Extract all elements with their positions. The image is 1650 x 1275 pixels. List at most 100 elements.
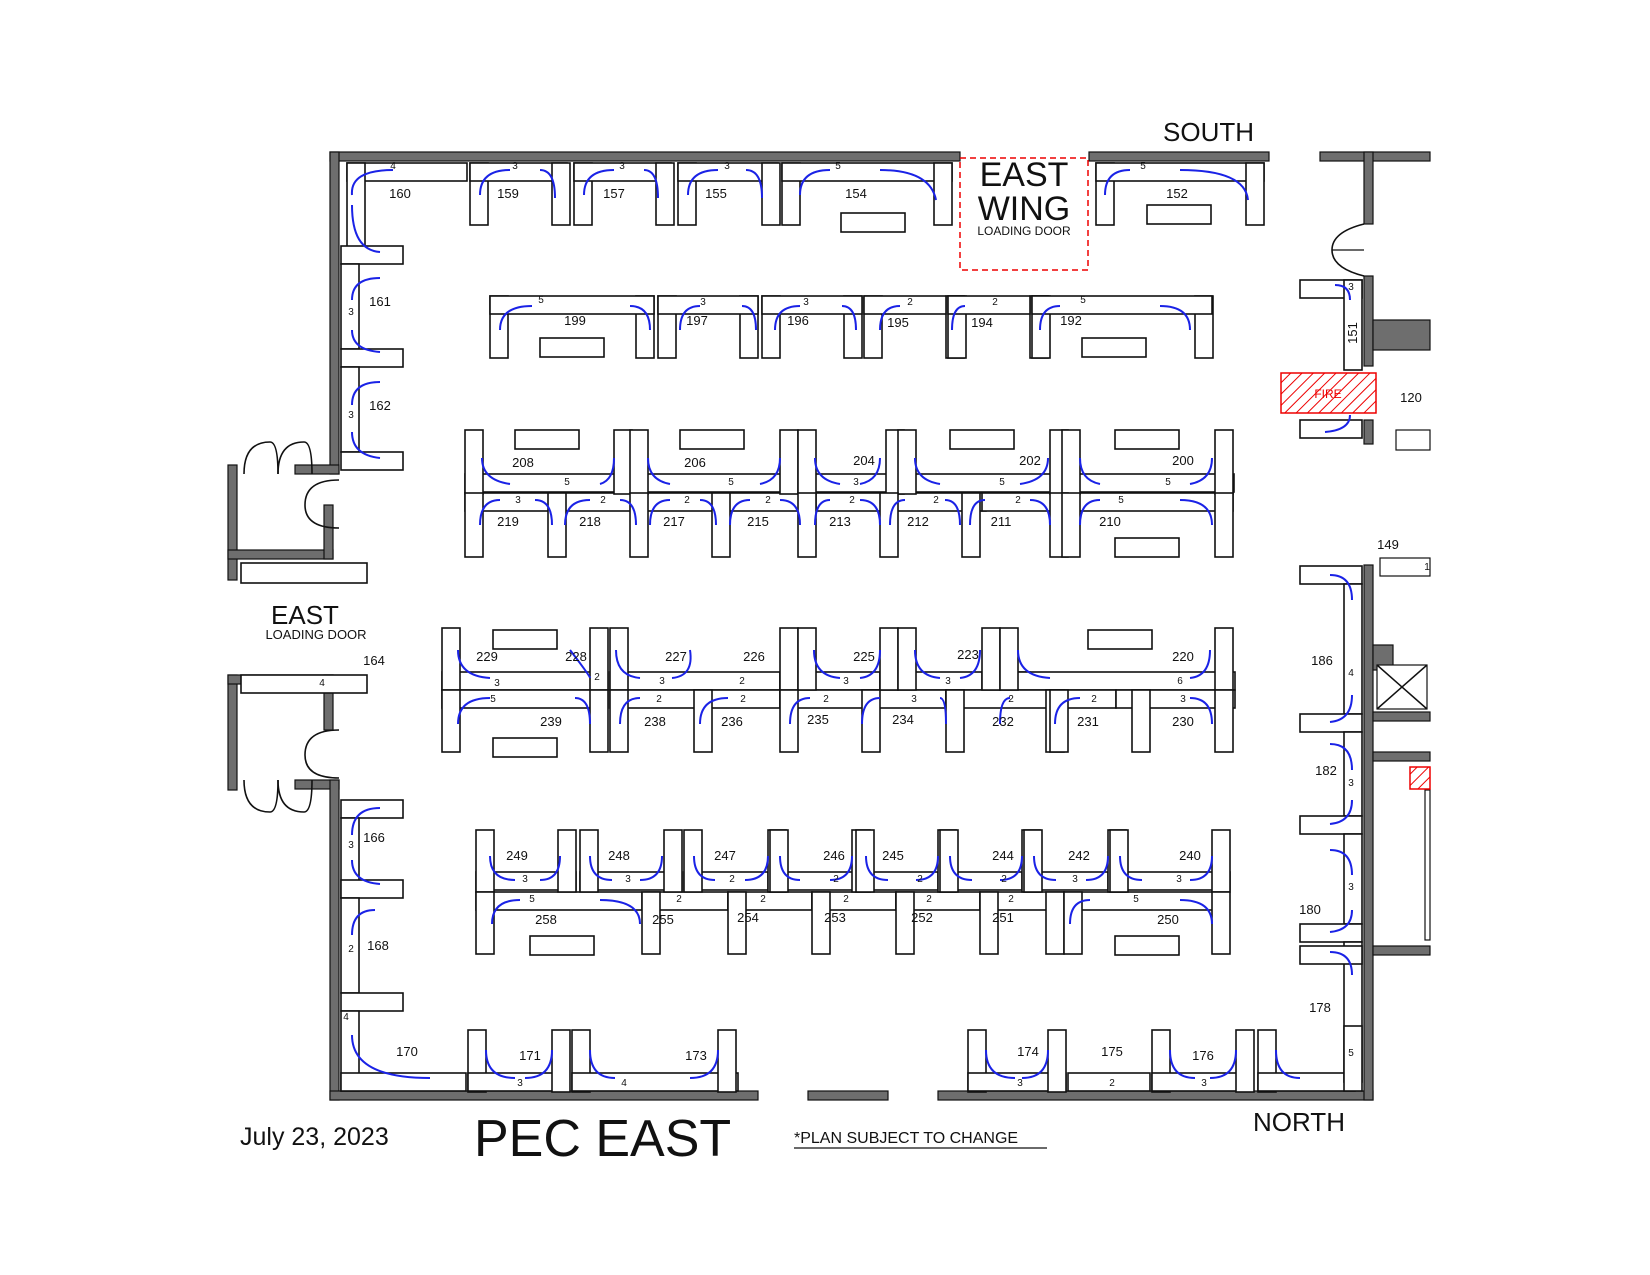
walkway-arc — [1329, 743, 1353, 771]
walkway-arc — [861, 697, 881, 725]
table — [897, 429, 917, 495]
table — [981, 671, 1236, 691]
seat-count-215: 2 — [765, 495, 771, 506]
east-wing-loading-door-label: LOADING DOOR — [977, 224, 1071, 238]
walkway-arc — [457, 649, 491, 679]
booth-number-251: 251 — [992, 910, 1014, 925]
seat-count-249: 3 — [522, 874, 528, 885]
booth-number-173: 173 — [685, 1048, 707, 1063]
walkway-arc — [615, 649, 641, 679]
walkway-arc — [813, 649, 841, 679]
seat-count-251: 2 — [1008, 894, 1014, 905]
walkway-arc — [1179, 499, 1213, 526]
table — [1343, 583, 1363, 715]
table — [999, 627, 1019, 691]
walkway-arc — [859, 499, 881, 526]
walkway-arc — [1079, 457, 1101, 485]
seat-count-196: 3 — [803, 297, 809, 308]
seat-count-239: 5 — [490, 694, 496, 705]
seat-count-234: 3 — [911, 694, 917, 705]
table — [1047, 1029, 1067, 1093]
booth-number-155: 155 — [705, 186, 727, 201]
walkway-arc — [1033, 855, 1057, 881]
table — [551, 162, 571, 226]
walkway-arc — [539, 855, 561, 881]
booth-number-226: 226 — [743, 649, 765, 664]
table — [663, 829, 683, 893]
seat-count-226: 2 — [739, 676, 745, 687]
booth-number-186: 186 — [1311, 653, 1333, 668]
doors — [243, 223, 1365, 813]
walkway-arc — [999, 697, 1011, 725]
walkway-arc — [457, 697, 491, 725]
walkway-arc — [814, 499, 831, 526]
walkway-arc — [1069, 899, 1091, 925]
table — [1061, 492, 1081, 558]
walkway-arc — [1039, 305, 1061, 331]
booth-number-254: 254 — [737, 910, 759, 925]
table — [679, 429, 745, 450]
booth-number-170: 170 — [396, 1044, 418, 1059]
seat-count-238: 2 — [656, 694, 662, 705]
walkway-arc — [679, 305, 701, 331]
seat-count-171: 3 — [517, 1078, 523, 1089]
walkway-arc — [564, 499, 591, 526]
seat-count-175: 2 — [1109, 1078, 1115, 1089]
booth-number-182: 182 — [1315, 763, 1337, 778]
seat-count-235: 2 — [823, 694, 829, 705]
booth-number-208: 208 — [512, 455, 534, 470]
walkway-arc — [779, 855, 801, 881]
seat-count-247: 2 — [729, 874, 735, 885]
table — [683, 829, 703, 893]
walkway-arc — [1189, 457, 1213, 485]
walkway-arc — [599, 899, 641, 925]
table — [979, 891, 999, 955]
walkway-arc — [351, 909, 376, 936]
walkway-arc — [649, 499, 671, 526]
seat-count-255: 2 — [676, 894, 682, 905]
east-wing-title-2: WING — [978, 190, 1071, 228]
seat-count-162: 3 — [348, 410, 354, 421]
booth-number-250: 250 — [1157, 912, 1179, 927]
table — [711, 492, 731, 558]
table — [1214, 627, 1234, 691]
booth-number-192: 192 — [1060, 313, 1082, 328]
walkway-arc — [499, 305, 533, 331]
table — [1087, 629, 1153, 650]
walkway-arc — [1179, 169, 1249, 201]
walkway-arc — [1275, 1049, 1301, 1079]
walkway-arc — [489, 855, 516, 881]
table — [1146, 204, 1212, 225]
table — [693, 689, 713, 753]
seat-count-213: 2 — [849, 495, 855, 506]
booth-number-206: 206 — [684, 455, 706, 470]
booth-number-223: 223 — [957, 647, 979, 662]
booth-number-239: 239 — [540, 714, 562, 729]
table — [761, 295, 863, 315]
table — [1299, 815, 1363, 835]
walkway-arc — [629, 305, 651, 331]
seat-count-152: 5 — [1140, 161, 1146, 172]
walkway-arc — [1329, 799, 1353, 825]
table — [1299, 713, 1363, 733]
walkway-arc — [949, 855, 973, 881]
seat-count-180: 3 — [1348, 882, 1354, 893]
booth-number-253: 253 — [824, 910, 846, 925]
walkway-arc — [789, 697, 811, 725]
walkway-arc — [351, 807, 381, 836]
walkway-arc — [1104, 169, 1131, 196]
table — [895, 891, 915, 955]
booth-number-178: 178 — [1309, 1000, 1331, 1015]
table — [781, 162, 953, 182]
booth-number-151: 151 — [1345, 322, 1360, 344]
walkway-arc — [1324, 414, 1351, 433]
fire-label: FIRE — [1314, 387, 1341, 401]
table — [240, 674, 368, 694]
table — [1109, 829, 1129, 893]
table — [779, 627, 799, 691]
table — [346, 162, 366, 256]
seat-count-176: 3 — [1201, 1078, 1207, 1089]
walkway-arc — [944, 499, 961, 526]
table — [1061, 473, 1235, 493]
table — [1061, 429, 1081, 495]
